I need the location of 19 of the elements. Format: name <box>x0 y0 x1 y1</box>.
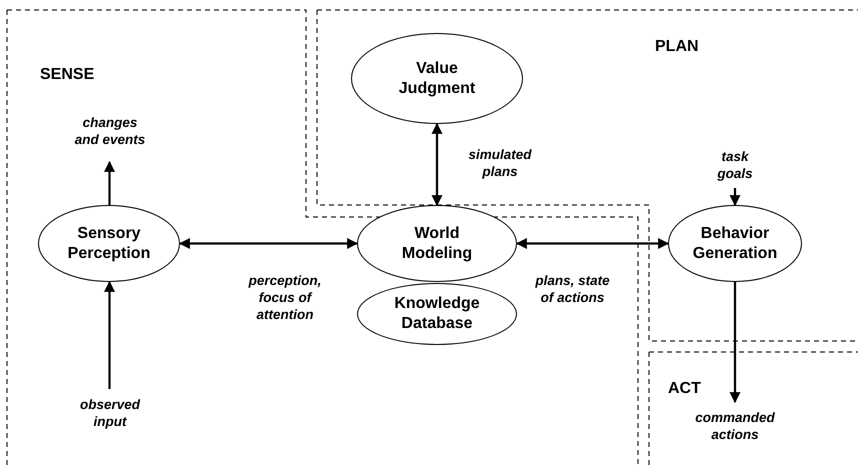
node-label: Behavior Generation <box>692 224 778 264</box>
node-label: Value Judgment <box>398 58 476 98</box>
region-title: ACT <box>668 380 701 398</box>
flow-label: observed input <box>78 396 142 430</box>
node-label: Sensory Perception <box>66 224 152 264</box>
arrow <box>432 122 442 206</box>
node-label: World Modeling <box>400 224 474 264</box>
arrow <box>516 238 670 249</box>
arrow <box>178 238 358 249</box>
flow-label: commanded actions <box>694 409 776 443</box>
node-label: Knowledge Database <box>393 294 481 334</box>
flow-label: task goals <box>716 148 754 182</box>
arrow <box>730 282 740 404</box>
arrow <box>730 188 740 206</box>
flow-label: changes and events <box>74 114 146 148</box>
region-title: SENSE <box>40 66 94 84</box>
arrow <box>104 160 115 205</box>
region-title: PLAN <box>655 38 699 56</box>
arrow <box>104 280 115 389</box>
